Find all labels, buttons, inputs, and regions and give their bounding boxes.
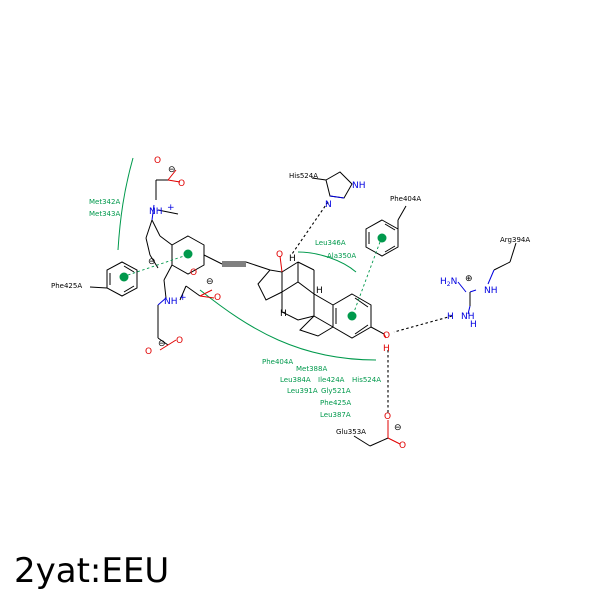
residue-leu346-label: Leu346A	[315, 239, 346, 247]
upper-nh-charge: +	[167, 203, 175, 213]
contact-residue-phe404: Phe404A	[262, 358, 293, 366]
residue-met343-label: Met343A	[89, 210, 120, 218]
upper-nh-label: NH	[149, 207, 163, 217]
steroid-core	[222, 255, 387, 339]
contact-residue-leu384: Leu384A	[280, 376, 311, 384]
his-nh-label: NH	[352, 181, 366, 191]
contact-residue-leu387: Leu387A	[320, 411, 351, 419]
his-n-label: N	[325, 200, 332, 210]
contact-residue-met388: Met388A	[296, 365, 327, 373]
lower-nh-charge: +	[179, 293, 187, 303]
residue-met342-label: Met342A	[89, 198, 120, 206]
arg-nh-label-2: NH	[461, 312, 475, 322]
lower-o-label-2: O	[176, 336, 183, 346]
h17-label: H	[289, 254, 296, 264]
lower-o-label-1: O	[145, 347, 152, 357]
lower-nh-label: NH	[164, 297, 178, 307]
residue-his524-label: His524A	[289, 172, 318, 180]
glu-o-charge: ⊖	[394, 423, 402, 433]
side-o-label-2: O	[214, 293, 221, 303]
contact-residue-gly521: Gly521A	[321, 387, 351, 395]
phe404-ring	[347, 205, 407, 321]
h14-label: H	[280, 309, 287, 319]
residue-phe425-left-label: Phe425A	[51, 282, 82, 290]
o17-label: O	[276, 250, 283, 260]
contact-residue-his524: His524A	[352, 376, 381, 384]
upper-o-label-2: O	[178, 179, 185, 189]
residue-phe404-label: Phe404A	[390, 195, 421, 203]
residue-arg394-label: Arg394A	[500, 236, 530, 244]
aryl-substituent	[145, 169, 223, 351]
residue-ala350-label: Ala350A	[327, 252, 356, 260]
side-o-label-1: O	[190, 268, 197, 278]
arg-charge: ⊕	[465, 274, 473, 284]
contact-residue-leu391: Leu391A	[287, 387, 318, 395]
hydrophobic-arc-met342	[117, 157, 134, 251]
side-o-charge-2: ⊖	[206, 277, 214, 287]
residue-glu353-label: Glu353A	[336, 428, 366, 436]
arg-h2n-label: H2N	[440, 277, 457, 288]
h8-label: H	[316, 286, 323, 296]
hydrophobic-arc-contacts	[199, 289, 377, 361]
lower-o-charge: ⊖	[158, 339, 166, 349]
upper-o-charge: ⊖	[168, 165, 176, 175]
arg-h-label-2: H	[470, 320, 477, 330]
arg394-sidechain	[393, 242, 517, 333]
contact-residue-phe425: Phe425A	[320, 399, 351, 407]
arg-h-label: H	[447, 312, 454, 322]
phe425-left-ring	[89, 249, 193, 297]
glu353-sidechain	[353, 350, 401, 447]
his524-ring	[291, 171, 353, 255]
glu-o-label-2: O	[399, 441, 406, 451]
diagram-title: 2yat:EEU	[14, 551, 170, 591]
o3-label: O	[383, 331, 390, 341]
h3-label: H	[383, 344, 390, 354]
side-o-charge-1: ⊖	[148, 257, 156, 267]
hydrophobic-arc-leu346	[297, 251, 357, 273]
upper-o-label-1: O	[154, 156, 161, 166]
contact-residue-ile424: Ile424A	[318, 376, 345, 384]
arg-nh-label: NH	[484, 286, 498, 296]
glu-o-label-1: O	[384, 412, 391, 422]
